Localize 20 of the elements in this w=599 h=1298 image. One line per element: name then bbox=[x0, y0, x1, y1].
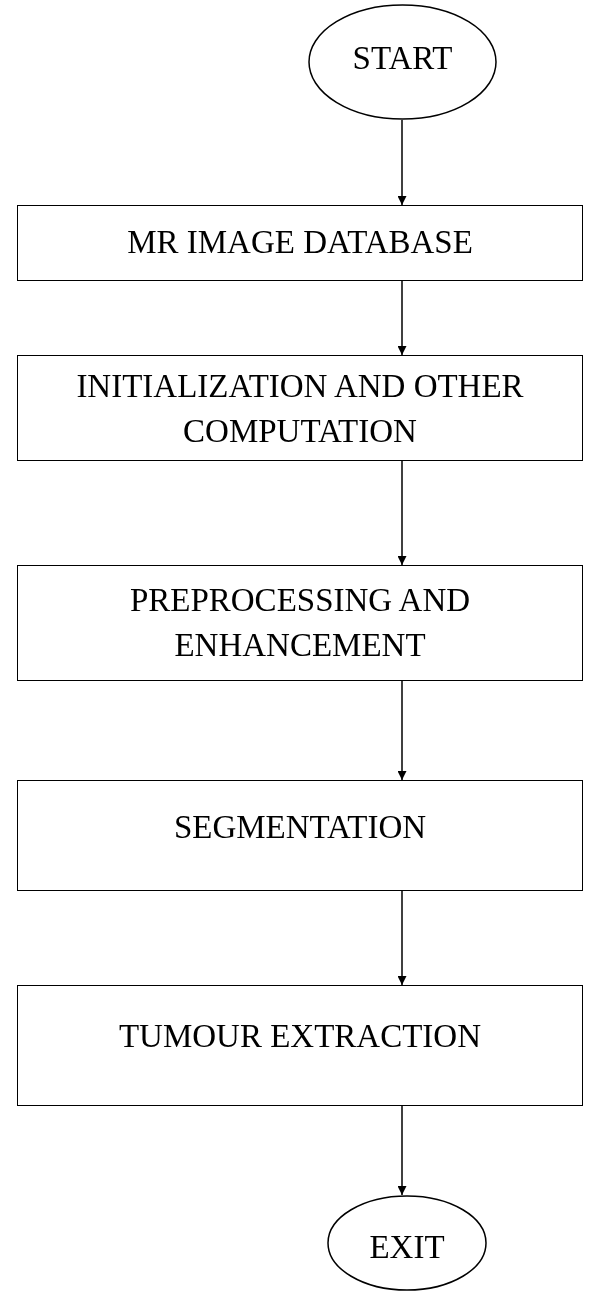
node-text: INITIALIZATION AND OTHER COMPUTATION bbox=[75, 367, 525, 451]
process-box bbox=[17, 985, 583, 1106]
process-box bbox=[17, 205, 583, 281]
node-text: TUMOUR EXTRACTION bbox=[118, 1017, 482, 1056]
node-text: SEGMENTATION bbox=[173, 808, 427, 847]
node-text: PREPROCESSING AND ENHANCEMENT bbox=[128, 581, 472, 665]
node-text: START bbox=[352, 39, 453, 78]
process-box bbox=[17, 565, 583, 681]
node-text: EXIT bbox=[369, 1228, 445, 1267]
arrow bbox=[397, 680, 407, 781]
terminal-ellipse bbox=[327, 1195, 487, 1291]
node-text: MR IMAGE DATABASE bbox=[127, 223, 473, 262]
arrow bbox=[397, 1105, 407, 1196]
arrow bbox=[397, 280, 407, 356]
arrow bbox=[397, 890, 407, 986]
process-box bbox=[17, 355, 583, 461]
process-box bbox=[17, 780, 583, 891]
terminal-ellipse bbox=[308, 4, 497, 120]
arrow bbox=[397, 460, 407, 566]
arrow bbox=[397, 119, 407, 206]
